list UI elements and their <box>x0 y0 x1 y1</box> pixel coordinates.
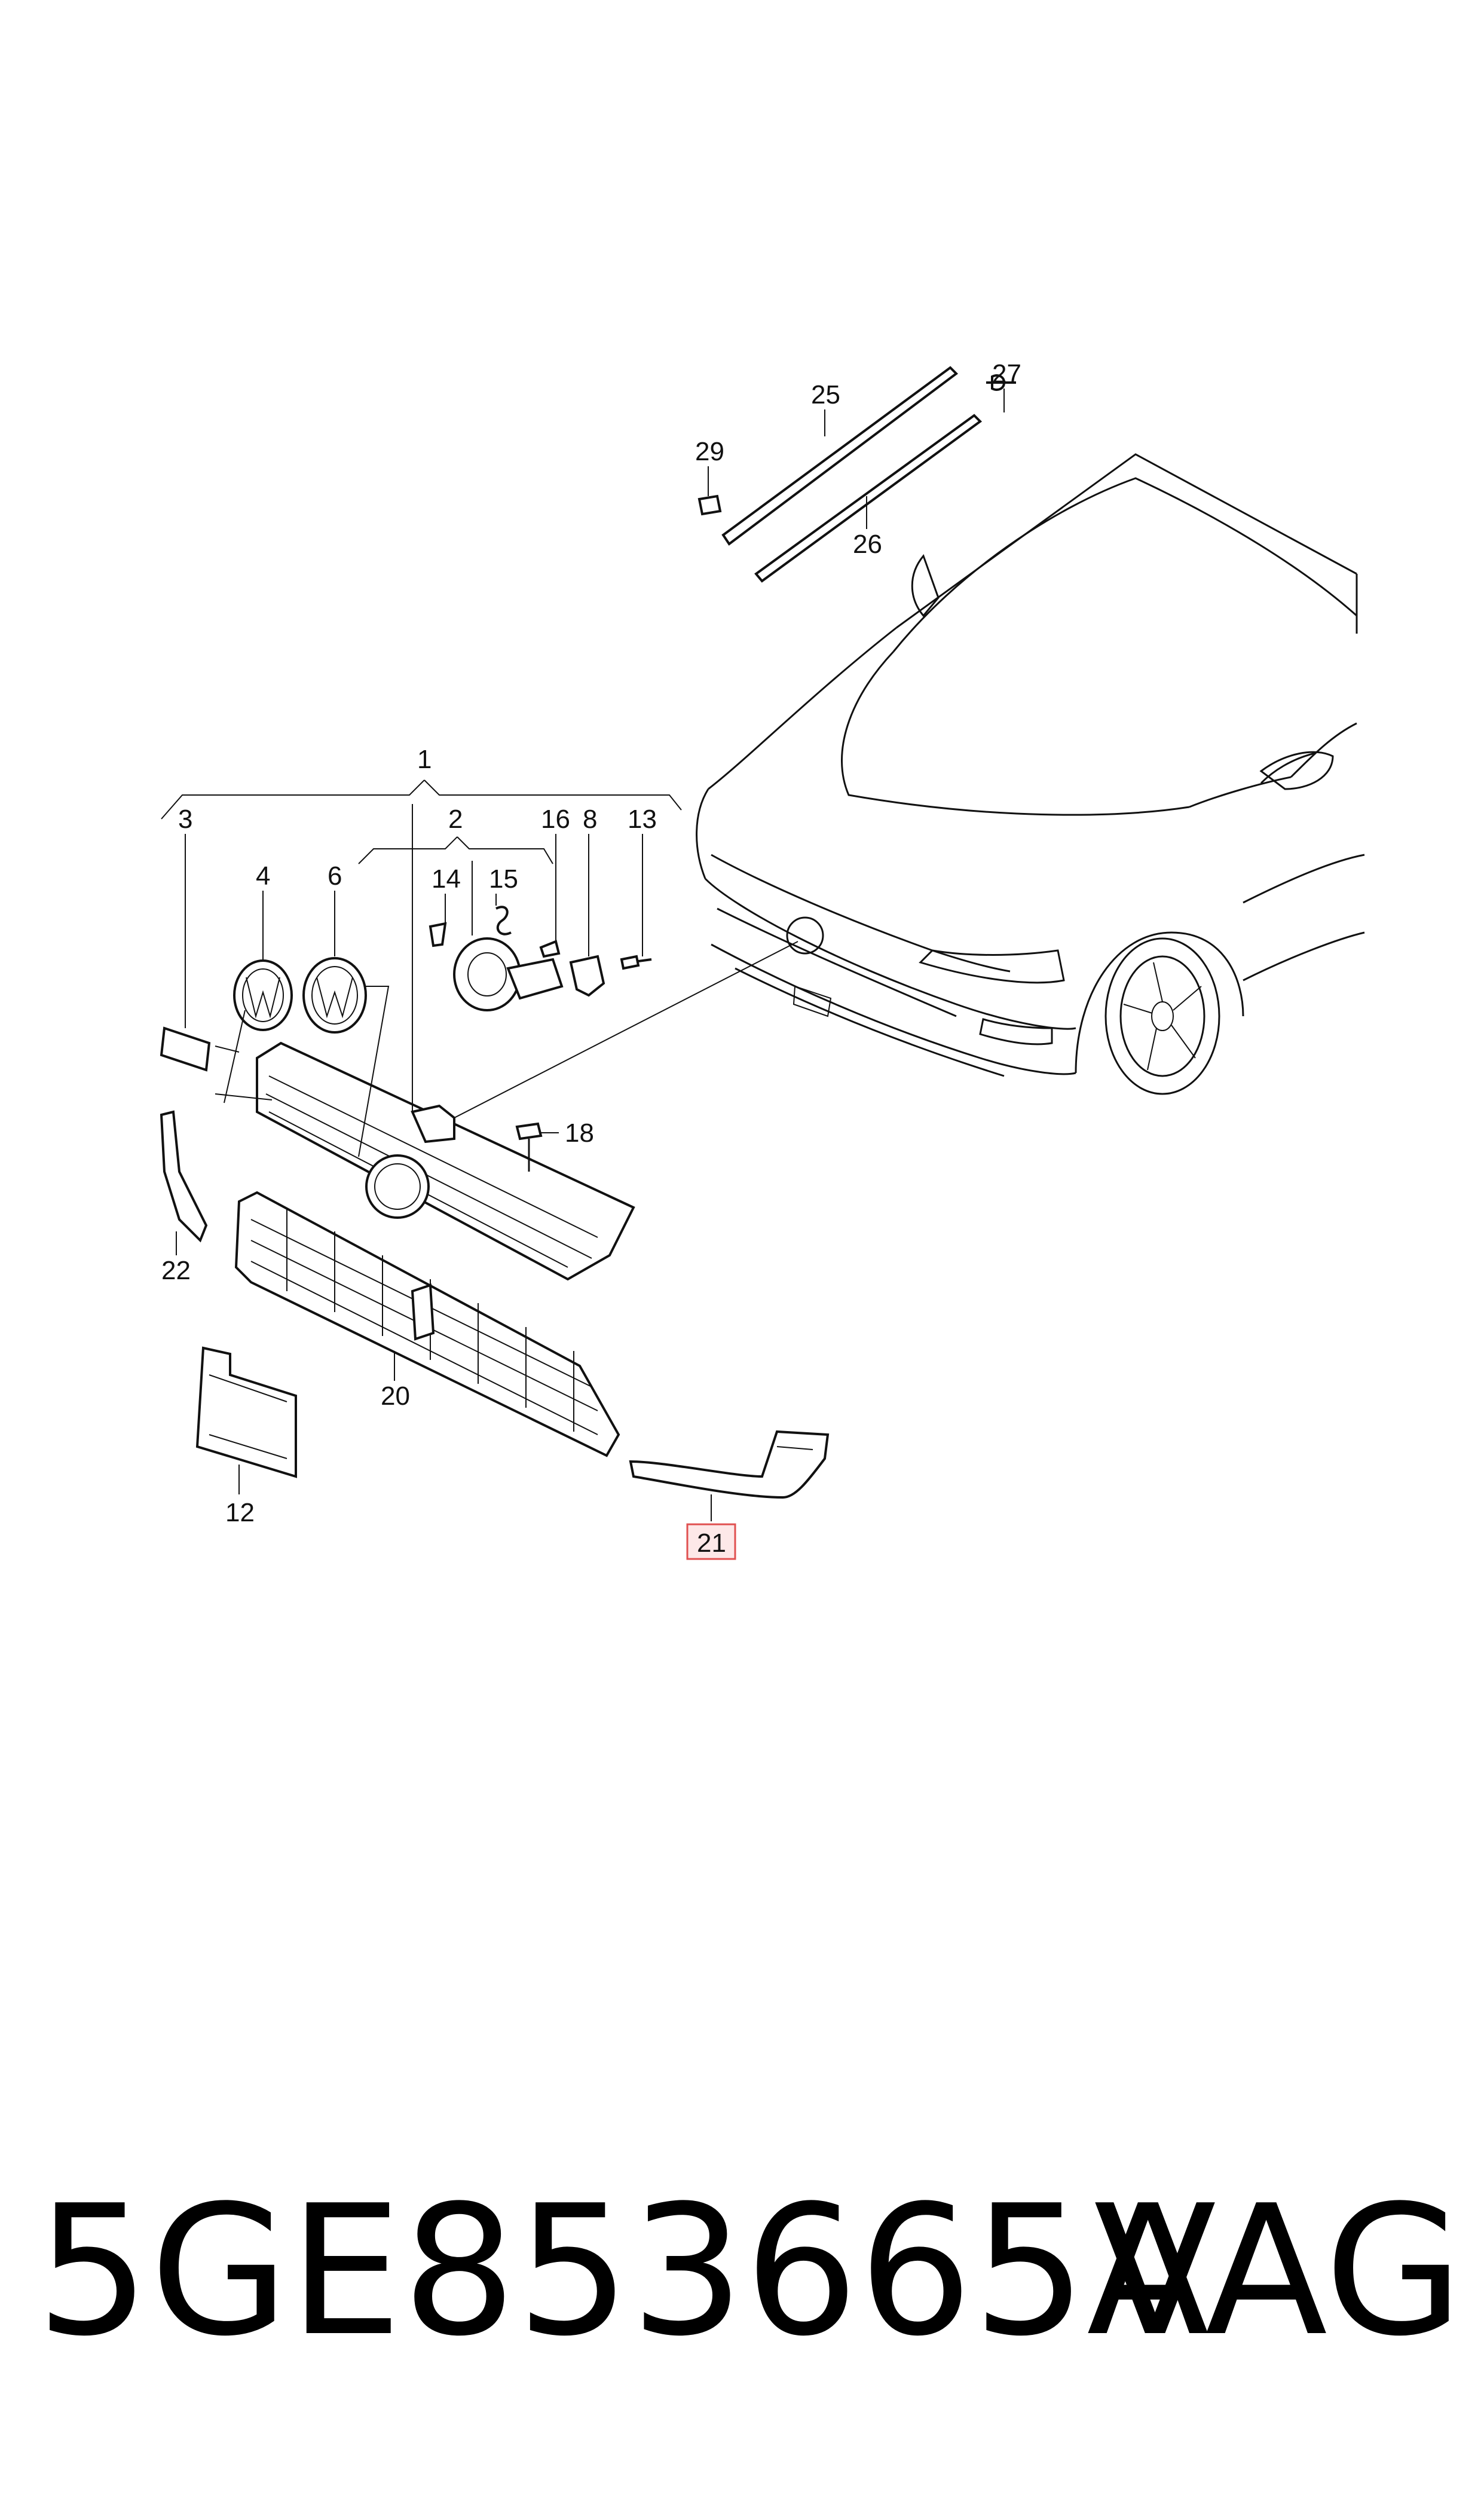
trim-strip-part <box>160 1110 208 1243</box>
callout-22: 22 <box>161 1256 191 1285</box>
callout-29: 29 <box>695 437 724 466</box>
car-illustration <box>696 453 1365 1095</box>
grille-trim-part-21 <box>629 1430 830 1499</box>
callout-12: 12 <box>225 1498 255 1527</box>
callout-15: 15 <box>489 864 518 894</box>
part-number: 5GE853665A <box>36 2167 1210 2376</box>
screw-part <box>515 1122 543 1172</box>
brand-name: VAG <box>1094 2167 1464 2376</box>
callout-18: 18 <box>565 1118 594 1148</box>
radiator-grille-part <box>256 1041 635 1281</box>
emblem-parts <box>233 957 367 1034</box>
callout-6: 6 <box>328 861 342 891</box>
callout-14: 14 <box>432 864 461 894</box>
callout-26: 26 <box>853 530 882 559</box>
callout-21: 21 <box>697 1528 726 1558</box>
callout-labels: 1 2 3 4 6 14 15 16 8 13 18 22 20 12 25 2… <box>161 359 1021 1560</box>
lower-grille-part <box>234 1191 620 1457</box>
callout-2: 2 <box>448 805 463 834</box>
license-plate-holder-part <box>195 1346 297 1478</box>
callout-1: 1 <box>417 745 432 774</box>
roof-trim-parts <box>697 366 1016 583</box>
footer: 5GE853665A VAG <box>36 2167 1463 2376</box>
camera-bracket-parts <box>429 906 652 1011</box>
callout-4: 4 <box>256 861 270 891</box>
callout-16: 16 <box>541 805 570 834</box>
leader-lines <box>161 389 1005 1521</box>
callout-8: 8 <box>583 805 597 834</box>
callout-3: 3 <box>178 805 192 834</box>
callout-21-highlight-box <box>686 1523 736 1560</box>
callout-13: 13 <box>628 805 657 834</box>
callout-27: 27 <box>992 359 1021 389</box>
callout-20: 20 <box>381 1381 410 1411</box>
badge-part <box>160 1026 211 1072</box>
callout-25: 25 <box>811 380 840 409</box>
